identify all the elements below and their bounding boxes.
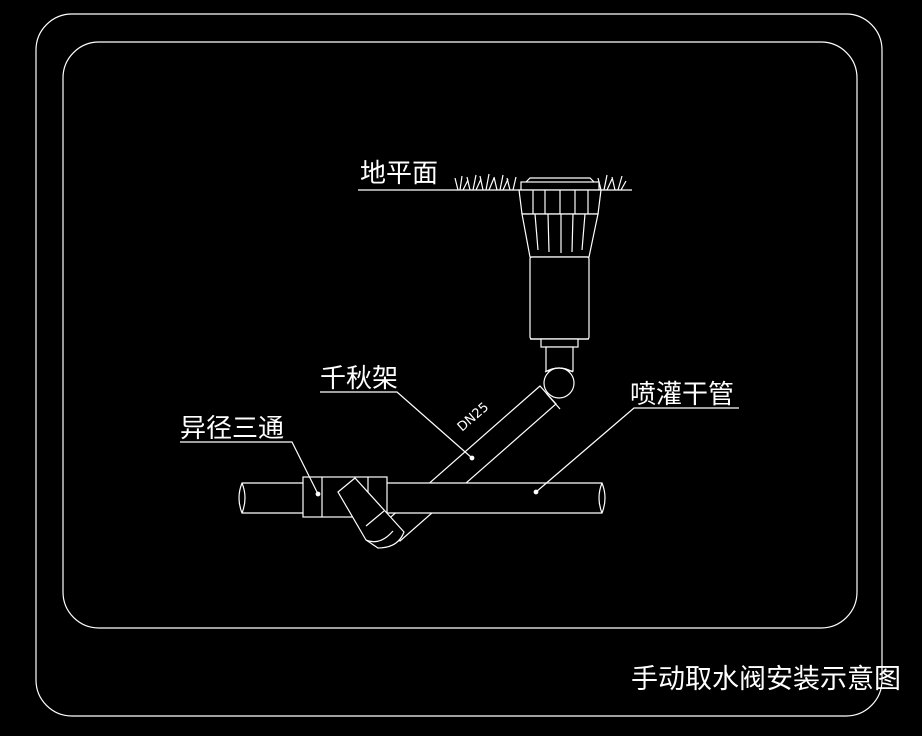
main-pipe — [238, 482, 606, 514]
inner-frame — [62, 41, 858, 629]
drawing-title: 手动取水阀安装示意图 — [631, 664, 901, 695]
pipe-size-label: DN25 — [455, 400, 492, 435]
main-pipe-label: 喷灌干管 — [630, 380, 734, 410]
leader-lines — [180, 391, 739, 497]
ground-label: 地平面 — [360, 159, 438, 189]
outer-frame — [35, 13, 883, 717]
lower-elbow — [337, 477, 405, 549]
swing-joint-pipe: DN25 — [383, 385, 561, 542]
swing-joint-label: 千秋架 — [320, 364, 398, 394]
grass-tufts — [454, 173, 627, 191]
upper-elbow — [543, 367, 575, 399]
reducing-tee-label: 异径三通 — [180, 414, 284, 444]
quick-coupling-valve — [518, 177, 602, 372]
